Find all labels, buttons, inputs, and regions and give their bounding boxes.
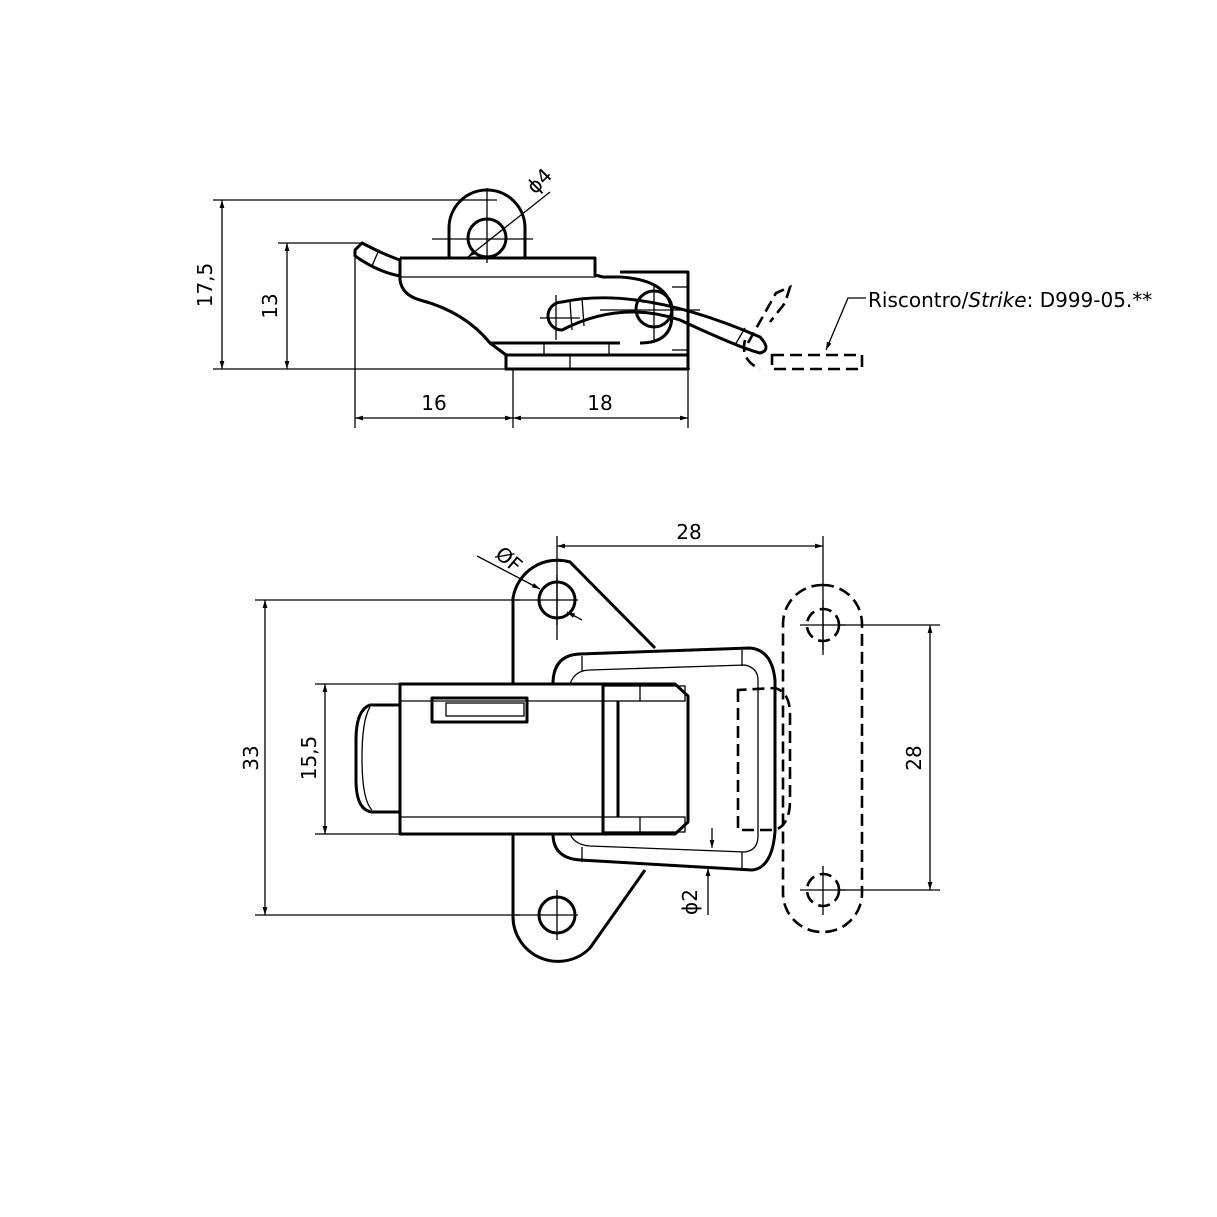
dim-strike-hole-spacing: 28 [902,745,926,770]
dim-hole-to-strike: 28 [676,520,701,544]
dim-body-height: 13 [258,293,282,318]
strike-label: Riscontro/Strike: D999-05.** [868,288,1152,312]
top-view: 33 15,5 28 28 ØF ϕ2 [239,520,940,963]
dim-right-length: 18 [587,391,612,415]
dim-left-length: 16 [421,391,446,415]
side-view: 17,5 13 16 18 ϕ4 Riscontro/Strike: D999-… [193,163,1152,428]
dim-total-height: 17,5 [193,263,217,308]
dim-mount-hole-diameter: ØF [491,541,527,577]
dim-hole-spacing: 33 [239,745,263,770]
dim-pin-diameter: ϕ4 [522,163,557,198]
dim-body-width: 15,5 [297,736,321,781]
dim-wire-diameter: ϕ2 [678,889,702,915]
